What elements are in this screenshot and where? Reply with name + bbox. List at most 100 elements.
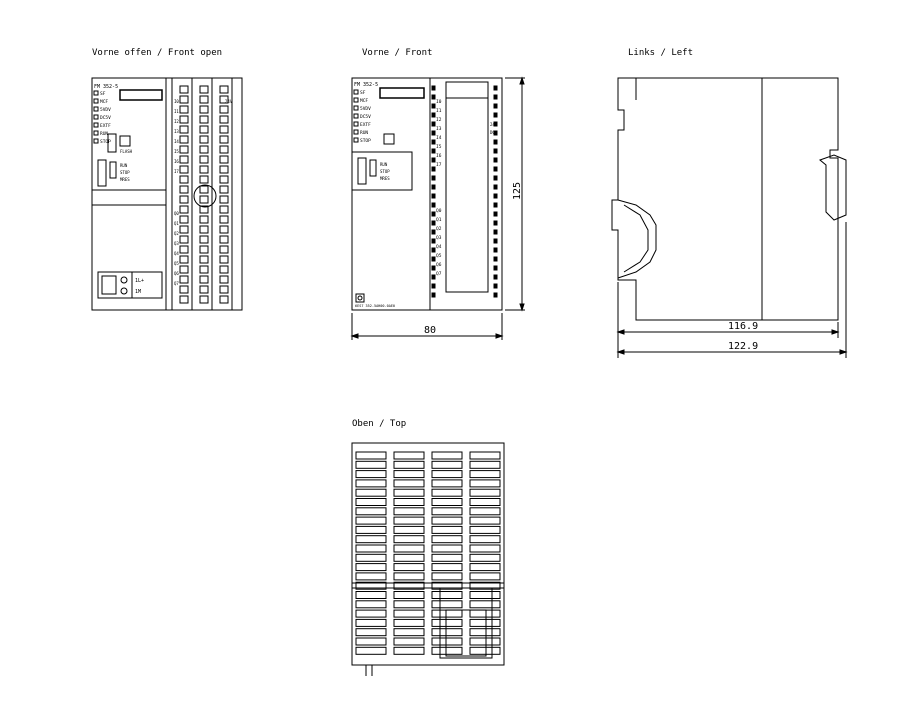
vent-slot <box>355 581 387 590</box>
terminal-screw <box>219 245 229 254</box>
vent-slot <box>393 451 425 460</box>
terminal-tick <box>493 193 498 199</box>
terminal-tick <box>431 148 436 154</box>
output-label: Q6 <box>436 262 442 268</box>
vent-slot <box>469 581 501 590</box>
vent-slot <box>469 516 501 525</box>
input-label: I1 <box>174 109 179 114</box>
vent-slot <box>469 544 501 553</box>
terminal-screw <box>179 275 189 284</box>
front-view: Vorne / Front FM 352-5 SFMCF5VDVDC5VEXTF… <box>350 48 525 340</box>
status-led-label: EXTF <box>360 122 371 128</box>
vent-slot <box>469 525 501 534</box>
terminal-screw <box>179 205 189 214</box>
terminal-tick <box>493 265 498 271</box>
input-label: I0 <box>436 99 442 105</box>
terminal-tick <box>431 229 436 235</box>
terminal-tick <box>431 184 436 190</box>
module-name-open: FM 352-5 <box>94 84 118 90</box>
status-led-label: EXTF <box>100 123 111 129</box>
input-label: I3 <box>174 129 179 134</box>
terminal-screw <box>179 185 189 194</box>
vent-slot <box>393 498 425 506</box>
terminal-screw <box>179 255 189 264</box>
terminal-tick <box>493 283 498 289</box>
vent-slot <box>393 591 425 599</box>
top-view: Oben / Top <box>351 419 505 676</box>
vent-slot <box>469 609 501 618</box>
vent-slot <box>431 591 463 599</box>
status-led-label: STOP <box>360 138 371 144</box>
status-led <box>93 90 99 96</box>
vent-slot <box>393 553 425 562</box>
terminal-screw <box>179 105 189 114</box>
vent-slot <box>469 498 501 506</box>
vent-slot <box>431 628 463 637</box>
vent-slot <box>393 581 425 590</box>
terminal-tick <box>493 112 498 118</box>
status-led-label: DC5V <box>360 114 371 120</box>
input-label: I4 <box>174 139 179 144</box>
switch-run-front: RUN <box>380 162 388 167</box>
vent-slot <box>431 488 463 497</box>
vent-slot <box>431 609 463 618</box>
terminal-tick <box>431 94 436 100</box>
vent-slot <box>355 609 387 618</box>
terminal-screw <box>179 195 189 204</box>
left-view: Links / Left 116.9 122.9 <box>611 48 848 358</box>
terminal-screw <box>219 145 229 154</box>
vent-slot <box>355 572 387 581</box>
output-label: Q1 <box>174 221 179 226</box>
output-label: Q6 <box>174 271 179 276</box>
vent-slot <box>469 563 501 572</box>
terminal-screw <box>179 215 189 224</box>
vent-slot <box>355 507 387 516</box>
vent-slot <box>431 507 463 516</box>
vent-slot <box>431 637 463 646</box>
terminal-screw <box>219 195 229 204</box>
right-label: DC <box>490 130 495 135</box>
vent-slot <box>431 525 463 534</box>
vent-slot <box>469 470 501 479</box>
module-name-front: FM 352-5 <box>354 82 378 88</box>
vent-slot <box>393 637 425 646</box>
vent-slot <box>355 460 387 469</box>
terminal-screw <box>199 195 209 204</box>
terminal-screw <box>219 95 229 104</box>
vent-slot <box>393 479 425 488</box>
output-label: Q2 <box>436 226 442 232</box>
vent-slot <box>355 563 387 572</box>
terminal-screw <box>199 245 209 254</box>
terminal-tick <box>431 238 436 244</box>
terminal-screw <box>199 265 209 274</box>
terminal-screw <box>199 135 209 144</box>
terminal-screw <box>219 265 229 274</box>
terminal-screw <box>199 275 209 284</box>
terminal-screw <box>219 295 229 304</box>
terminal-tick <box>431 256 436 262</box>
terminal-screw <box>219 165 229 174</box>
status-led <box>93 106 99 112</box>
vent-slot <box>393 535 425 544</box>
terminal-ticks-front <box>431 85 498 298</box>
status-led-label: RUN <box>100 131 108 137</box>
terminal-screw <box>199 95 209 104</box>
terminal-tick <box>431 193 436 199</box>
status-led <box>353 113 359 119</box>
top-title: Oben / Top <box>352 419 406 429</box>
vent-slot <box>431 535 463 544</box>
vent-slot <box>393 516 425 525</box>
status-led-label: MCF <box>100 99 108 105</box>
status-led <box>93 138 99 144</box>
vent-slot <box>469 451 501 460</box>
output-label: Q0 <box>436 208 442 214</box>
status-led <box>353 97 359 103</box>
status-led <box>93 98 99 104</box>
terminal-screw <box>179 295 189 304</box>
vent-slot <box>355 516 387 525</box>
vent-slot <box>469 600 501 609</box>
terminal-tick <box>493 139 498 145</box>
